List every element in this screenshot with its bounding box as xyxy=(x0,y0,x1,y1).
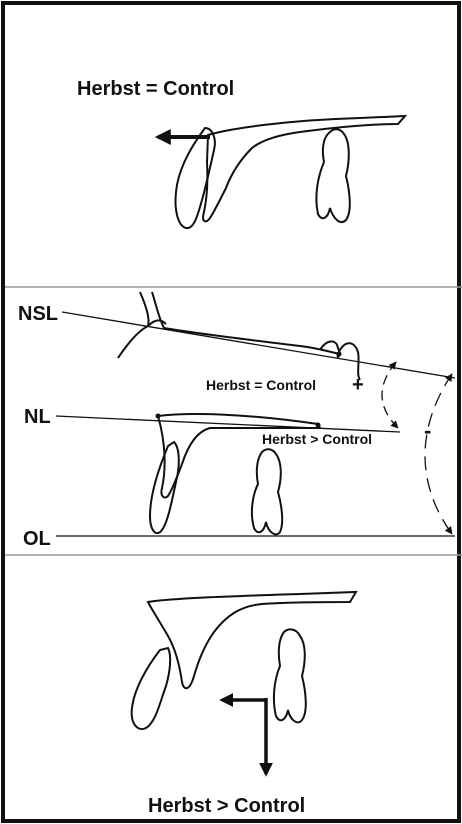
middle-incisor-outline xyxy=(150,442,179,533)
nsl-label: NSL xyxy=(18,303,58,325)
annotation-lower-sign: - xyxy=(424,418,431,443)
middle-molar-outline xyxy=(252,449,282,534)
nl-label: NL xyxy=(24,406,51,428)
nsl-point xyxy=(337,352,342,357)
bottom-maxilla-outline xyxy=(148,592,356,688)
top-molar-outline xyxy=(316,129,349,222)
top-caption: Herbst = Control xyxy=(77,78,234,100)
ol-nsl-angle-arc xyxy=(425,374,452,534)
nl-line xyxy=(56,416,400,432)
annotation-upper: Herbst = Control xyxy=(206,377,316,393)
top-incisor-outline xyxy=(175,128,214,228)
ol-label: OL xyxy=(23,528,51,550)
top-maxilla-outline xyxy=(203,116,405,221)
bottom-molar-outline xyxy=(274,629,306,722)
nl-nsl-angle-arc xyxy=(382,362,398,428)
bottom-incisor-outline xyxy=(132,648,170,729)
nl-point-posterior xyxy=(316,423,321,428)
bottom-caption: Herbst > Control xyxy=(148,795,305,817)
annotation-upper-sign: + xyxy=(352,374,364,396)
bottom-panel: Herbst > Control xyxy=(132,592,356,817)
cranial-base-outline xyxy=(118,292,340,358)
nsl-line xyxy=(62,312,455,378)
nl-point-anterior xyxy=(156,414,161,419)
annotation-lower: Herbst > Control xyxy=(262,431,372,447)
middle-panel: NSL NL OL Herbst = Control + Herbst > Co… xyxy=(18,292,455,550)
top-panel: Herbst = Control xyxy=(77,78,405,228)
